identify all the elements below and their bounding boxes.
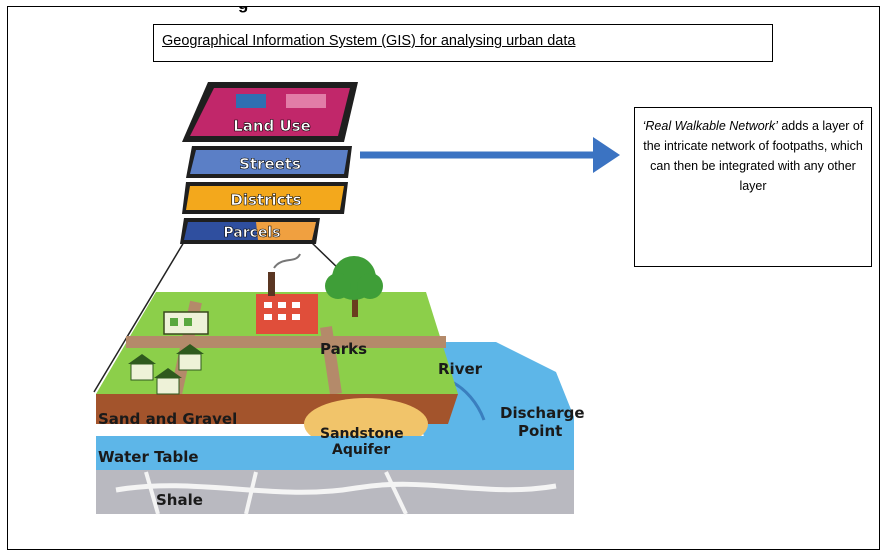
title-box: Geographical Information System (GIS) fo… [153, 24, 773, 62]
streets-layer [190, 150, 348, 174]
house-icon [154, 368, 182, 395]
figure-frame: g Geographical Information System (GIS) … [7, 6, 880, 550]
house-icon [176, 344, 204, 371]
land-use-label: Land Use [233, 117, 311, 135]
cut-off-heading: g [238, 7, 248, 14]
parcels-label: Parcels [223, 225, 280, 241]
sandstone-label: Sandstone [320, 426, 404, 442]
sand-gravel-label: Sand and Gravel [98, 410, 237, 428]
diagram-title: Geographical Information System (GIS) fo… [162, 33, 576, 49]
callout-text: adds a layer of the intricate network of… [643, 119, 864, 193]
point-label: Point [518, 422, 562, 440]
river-label: River [438, 360, 483, 378]
callout-title: ‘Real Walkable Network’ [642, 119, 778, 133]
house-icon [128, 354, 156, 381]
projection-line [93, 241, 185, 393]
gis-layer-diagram: Land Use Streets Districts Parcels Parks… [93, 82, 585, 515]
tree-icon [325, 256, 383, 317]
parcels-layer-fill [256, 222, 316, 240]
districts-label: Districts [230, 191, 301, 209]
callout-box: ‘Real Walkable Network’ adds a layer of … [634, 107, 872, 267]
water-table-layer [96, 436, 574, 470]
shale-fracture [144, 471, 408, 515]
districts-layer [186, 186, 344, 210]
water-table-label: Water Table [98, 448, 199, 466]
aquifer-label: Aquifer [332, 442, 390, 458]
land-use-patch [236, 94, 266, 108]
shale-label: Shale [156, 491, 203, 509]
discharge-label: Discharge [500, 404, 585, 422]
house-icon [163, 311, 209, 335]
land-use-patch [286, 94, 326, 108]
streets-label: Streets [239, 155, 301, 173]
factory-icon [256, 253, 318, 334]
parks-label: Parks [320, 340, 367, 358]
shale-fracture [115, 481, 557, 495]
